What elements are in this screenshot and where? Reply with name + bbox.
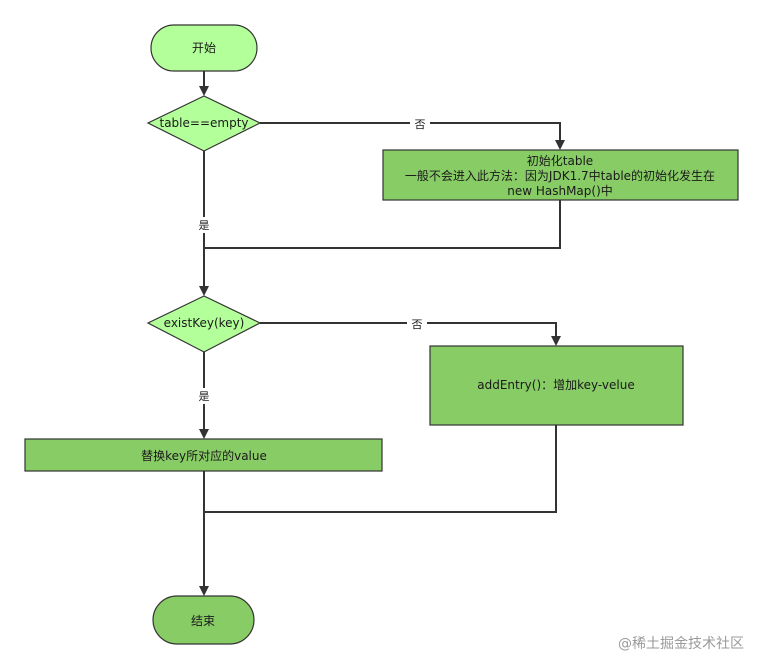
decision-exist-key-label: existKey(key) — [164, 316, 245, 330]
start-node-label: 开始 — [192, 41, 216, 55]
process-replace-value — [24, 438, 383, 472]
process-init-table-line2: 一般不会进入此方法：因为JDK1.7中table的初始化发生在 — [405, 168, 715, 183]
end-node-label: 结束 — [191, 614, 215, 628]
watermark: @稀土掘金技术社区 — [618, 636, 744, 652]
edge-init-merge — [204, 200, 561, 249]
edge-add-merge — [204, 425, 557, 513]
process-init-table — [382, 149, 739, 201]
end-node — [152, 595, 255, 645]
process-add-entry-label: addEntry()：增加key-velue — [477, 378, 635, 392]
connectors — [199, 70, 565, 596]
edge-label-key-yes: 是 — [199, 390, 210, 403]
process-replace-value-label: 替换key所对应的value — [141, 448, 267, 463]
edge-label-table-no: 否 — [415, 118, 426, 131]
edge-table-no — [260, 122, 565, 150]
decision-table-empty-label: table==empty — [160, 116, 249, 130]
start-node — [150, 24, 258, 72]
process-add-entry — [429, 345, 684, 426]
process-init-table-line1: 初始化table — [527, 154, 593, 168]
edge-label-key-no: 否 — [412, 318, 423, 331]
process-init-table-line3: new HashMap()中 — [507, 183, 613, 198]
decision-exist-key — [146, 295, 262, 353]
edge-label-table-yes: 是 — [199, 219, 210, 232]
edge-key-no — [260, 322, 561, 346]
decision-table-empty — [146, 95, 262, 152]
